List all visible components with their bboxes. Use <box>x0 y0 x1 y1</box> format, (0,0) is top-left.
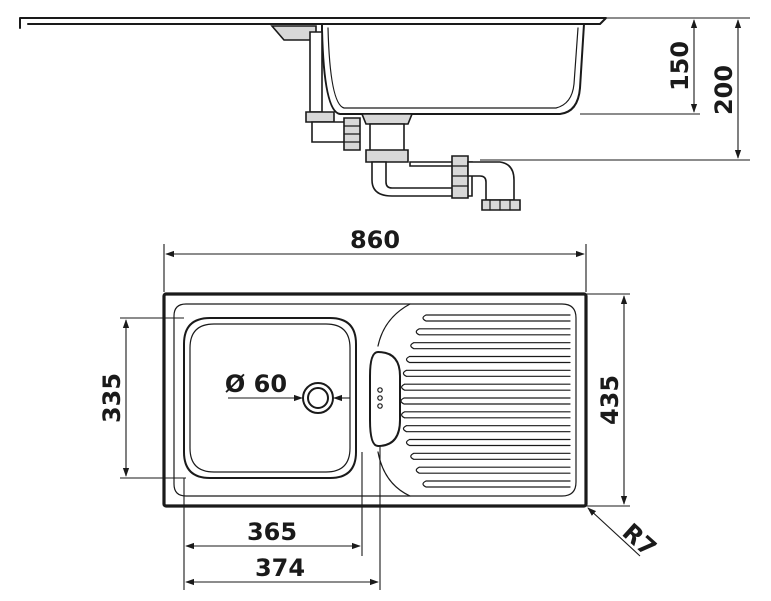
drainboard-rib <box>422 480 571 488</box>
drainboard-rib <box>401 411 571 419</box>
side-view: 150 200 <box>19 17 750 211</box>
elbow-fitting <box>467 161 515 201</box>
sink-rim <box>19 17 607 29</box>
drain-basket <box>360 113 414 125</box>
bowl-profile <box>321 23 585 115</box>
dim-435-label: 435 <box>596 375 624 425</box>
bowl-outline <box>183 317 357 479</box>
overflow-slot <box>369 351 401 447</box>
inner-outline <box>173 303 577 497</box>
overflow-pipe <box>309 31 323 113</box>
drainboard-rib <box>415 466 571 474</box>
drainboard-rib <box>402 369 571 377</box>
dim-335-label: 335 <box>98 373 126 423</box>
dim-200-label: 200 <box>710 65 738 115</box>
dim-365-label: 365 <box>247 518 297 546</box>
drainboard-ribs <box>400 314 571 488</box>
drainboard-rib <box>415 328 571 336</box>
dim-860-label: 860 <box>350 226 400 254</box>
drain-hole <box>302 382 334 414</box>
dim-diameter-label: Ø 60 <box>225 370 287 398</box>
drainboard-rib <box>410 452 571 460</box>
drainboard-rib <box>402 425 571 433</box>
drainboard-rib <box>422 314 571 322</box>
sink-outline <box>162 292 588 508</box>
drainboard-rib <box>400 397 571 405</box>
drainboard-rib <box>405 355 571 364</box>
drainboard-edge <box>377 303 411 497</box>
top-view: 860 Ø 60 335 435 365 <box>98 226 662 590</box>
dim-radius-label: R7 <box>617 518 662 562</box>
dim-150-label: 150 <box>666 41 694 91</box>
drainboard-rib <box>401 383 571 391</box>
dim-374-label: 374 <box>255 554 305 582</box>
drainboard-rib <box>410 342 571 350</box>
drainboard-rib <box>405 438 571 447</box>
